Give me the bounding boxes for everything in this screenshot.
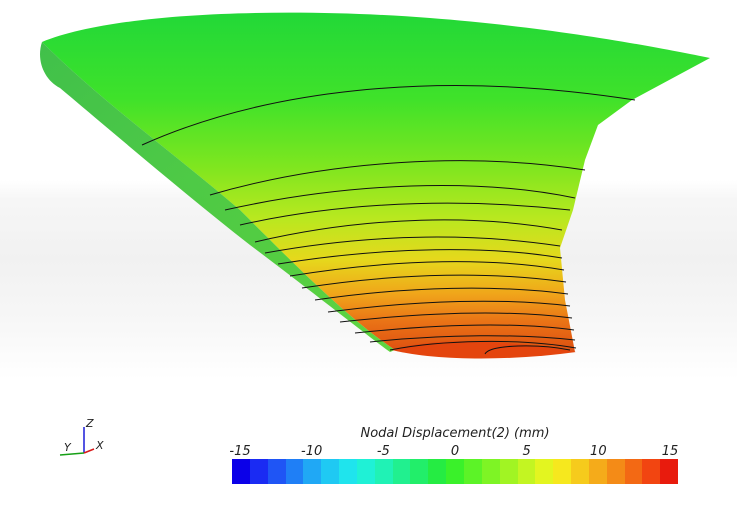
legend-color-band (374, 459, 393, 484)
orientation-triad: Z Y X (59, 417, 104, 456)
legend-color-band (553, 459, 572, 484)
legend-tick-label: 0 (450, 444, 460, 459)
wing-surface (42, 12, 710, 356)
legend-color-band (303, 459, 322, 484)
legend-tick-label: -15 (229, 444, 251, 459)
x-axis-label: X (95, 439, 104, 452)
z-axis-label: Z (85, 417, 94, 430)
leading-edge (40, 42, 395, 352)
legend-color-band (499, 459, 518, 484)
legend-tick-label: 10 (590, 444, 607, 459)
legend-color-band (356, 459, 375, 484)
legend-color-band (517, 459, 536, 484)
legend-color-band (232, 459, 250, 484)
legend-color-band (392, 459, 411, 484)
color-legend-bar (232, 459, 679, 484)
legend-tick-label: -10 (301, 444, 323, 459)
legend-color-band (267, 459, 286, 484)
legend-tick-label: -5 (376, 444, 390, 459)
legend-color-band (481, 459, 500, 484)
x-axis (83, 448, 95, 454)
legend-color-band (660, 459, 679, 484)
y-axis-label: Y (64, 441, 72, 454)
legend-color-band (321, 459, 340, 484)
legend-color-band (535, 459, 554, 484)
legend-tick-labels: -15 -10 -5 0 5 10 15 (229, 444, 680, 460)
legend-color-band (285, 459, 304, 484)
legend-color-band (463, 459, 482, 484)
legend-color-band (428, 459, 447, 484)
legend-title: Nodal Displacement(2) (mm) (360, 426, 550, 441)
legend-color-band (571, 459, 589, 484)
legend-tick-label: 5 (522, 444, 531, 459)
legend-color-band (606, 459, 625, 484)
legend-color-band (249, 459, 268, 484)
legend-color-band (410, 459, 429, 484)
legend-color-band (642, 459, 661, 484)
legend-color-band (446, 459, 464, 484)
legend-color-band (624, 459, 643, 484)
legend-color-band (588, 459, 607, 484)
legend-tick-label: 15 (661, 444, 679, 459)
contour-lines (141, 85, 636, 355)
legend-color-band (339, 459, 357, 484)
y-axis (59, 452, 85, 456)
